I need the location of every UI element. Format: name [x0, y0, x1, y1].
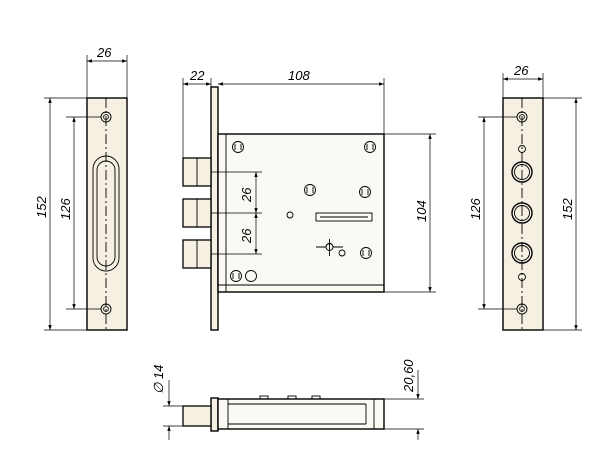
faceplate: [86, 97, 128, 331]
dim-faceplate-height: 152: [34, 196, 49, 218]
case-screw-tl: [232, 141, 244, 153]
dim-strike-height: 152: [560, 198, 575, 220]
case-hole-bottom: [245, 270, 257, 282]
faceplate-view: [86, 97, 128, 331]
top-view: [182, 395, 385, 432]
dim-bolt-spacing-lower: 26: [239, 228, 254, 244]
lock-body-dimensions: 22 108 104 26 26: [182, 68, 436, 293]
strike-plate-dimensions: 26 126 152: [468, 63, 582, 331]
dim-backset: 22: [189, 68, 205, 83]
strike-small-hole-bottom: [518, 273, 526, 281]
dim-strike-hole-spacing: 126: [468, 198, 483, 220]
dim-strike-width: 26: [513, 63, 529, 78]
dim-bolt-spacing-upper: 26: [239, 187, 254, 203]
case-hole-small-1: [286, 211, 294, 219]
top-view-front-plate: [210, 397, 219, 432]
strike-plate-view: [502, 97, 544, 331]
strike-small-hole-top: [518, 145, 526, 153]
dim-case-thickness: 20,60: [401, 359, 416, 393]
latch-slot: [92, 155, 120, 272]
case-screw-tr: [364, 141, 376, 153]
strike-bolt-hole-3: [511, 242, 533, 264]
case-screw-right: [359, 186, 371, 198]
strike-plate: [502, 97, 544, 331]
front-plate: [210, 86, 219, 331]
top-view-bolt: [182, 405, 212, 427]
strike-bolt-hole-2: [511, 202, 533, 224]
strike-bolt-hole-1: [511, 161, 533, 183]
lever-slot: [315, 212, 373, 222]
dim-bolt-diameter: ∅ 14: [151, 365, 166, 394]
dim-faceplate-width: 26: [96, 45, 112, 60]
dim-case-height: 104: [414, 200, 429, 222]
case-screw-mid: [304, 184, 316, 196]
top-view-case: [217, 398, 385, 430]
case-screw-br: [360, 247, 372, 259]
case-screw-bl: [230, 270, 242, 282]
lock-body-view: [182, 86, 385, 331]
dim-faceplate-hole-spacing: 126: [58, 198, 73, 220]
faceplate-dimensions: 26 152 126: [34, 45, 128, 331]
case-hole-small-2: [338, 249, 346, 257]
top-view-dimensions: ∅ 14 20,60: [151, 359, 424, 440]
dim-case-width: 108: [288, 68, 310, 83]
